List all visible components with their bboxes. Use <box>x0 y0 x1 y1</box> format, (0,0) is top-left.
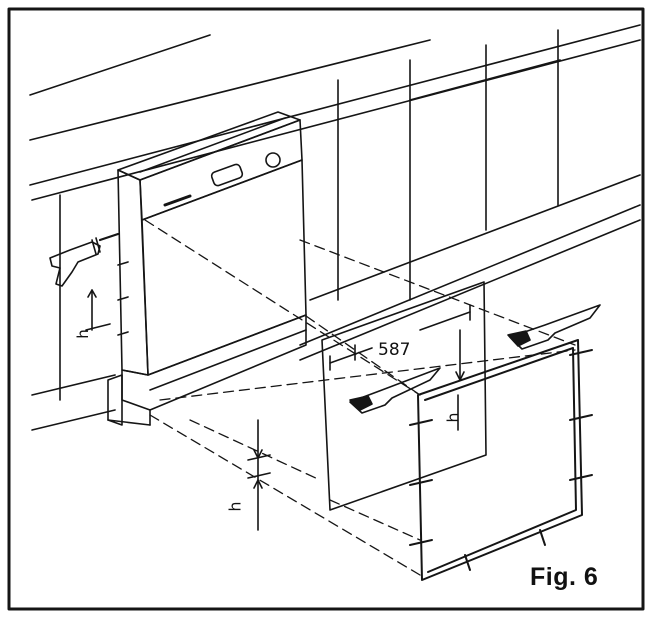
width-dimension-label: 587 <box>378 340 411 360</box>
height-label-left: h <box>73 329 92 339</box>
height-dimension-left <box>85 289 111 331</box>
mounting-bracket-icon <box>349 367 441 414</box>
figure-label: Fig. 6 <box>530 563 599 591</box>
decor-panel <box>321 281 487 511</box>
projection-lines <box>144 219 576 576</box>
control-knob <box>265 152 281 168</box>
wall-lines <box>29 24 641 431</box>
height-label-mid: h <box>225 501 245 512</box>
display-window <box>210 163 244 187</box>
mounting-bracket-icon <box>507 304 601 350</box>
height-label-right: h <box>443 412 463 423</box>
door-frame <box>409 339 593 581</box>
height-dimension-mid <box>247 419 271 531</box>
width-dimension <box>329 304 471 371</box>
dishwasher <box>107 111 307 426</box>
figure-border <box>7 7 645 611</box>
drill-icon <box>49 232 120 287</box>
